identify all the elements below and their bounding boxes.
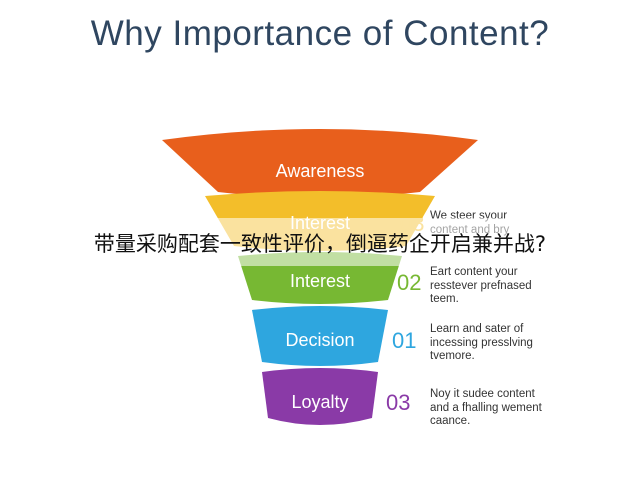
- stage-label-decision: Decision: [285, 330, 354, 350]
- funnel-stage-loyalty: Loyalty 03: [262, 368, 410, 425]
- overlay-caption: 带量采购配套一致性评价，倒逼药企开启兼并战?: [93, 232, 547, 256]
- stage-label-interest-2: Interest: [290, 271, 350, 291]
- stage-number-loyalty: 03: [386, 390, 410, 415]
- caption-overlay-band: [0, 218, 640, 266]
- stage-label-awareness: Awareness: [276, 161, 365, 181]
- stage-number-decision: 01: [392, 328, 416, 353]
- page-title: Why Importance of Content?: [90, 14, 550, 53]
- funnel-stage-awareness: Awareness: [162, 129, 478, 198]
- funnel-stage-decision: Decision 01: [252, 306, 416, 366]
- stage-label-loyalty: Loyalty: [291, 392, 348, 412]
- stage-number-interest-2: 02: [397, 270, 421, 295]
